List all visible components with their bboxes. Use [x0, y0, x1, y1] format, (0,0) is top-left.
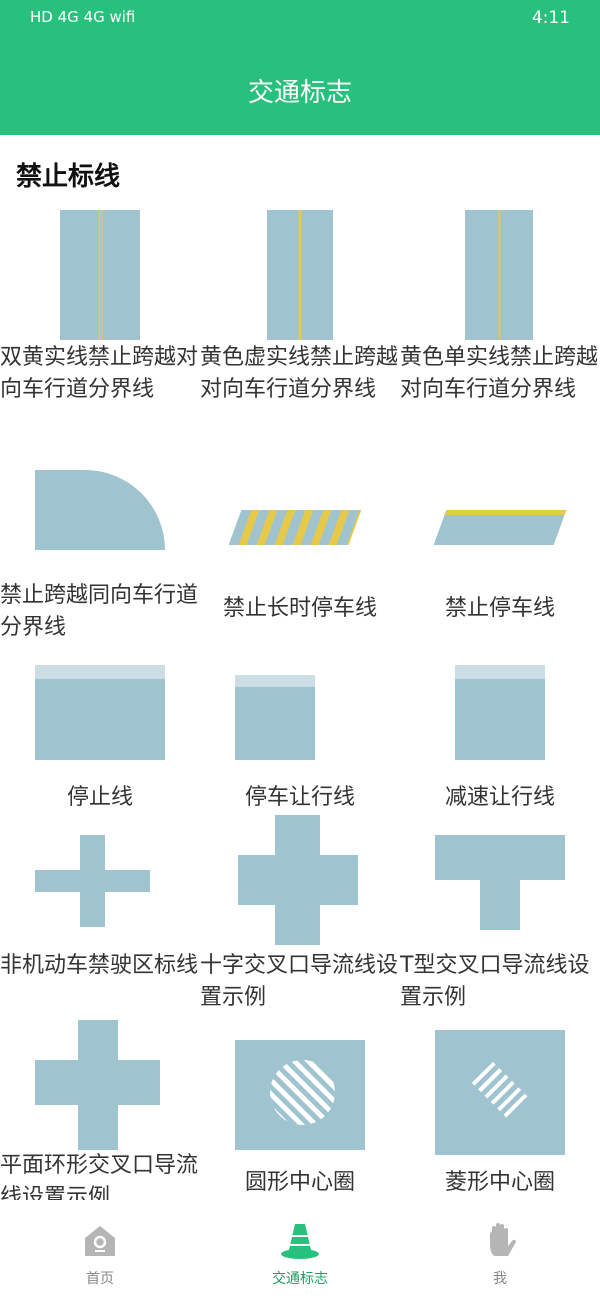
section-title: 禁止标线	[16, 162, 121, 192]
status-signal: HD 4G 4G wifi	[30, 8, 136, 26]
status-time: 4:11	[531, 8, 570, 28]
page-title: 交通标志	[247, 78, 352, 108]
road-image	[455, 665, 545, 760]
traffic-cone-icon	[250, 1222, 350, 1260]
item-label: 停止线	[66, 785, 133, 810]
nav-label: 交通标志	[272, 1271, 328, 1287]
nav-traffic-signs[interactable]: 交通标志	[250, 1222, 350, 1288]
road-image	[275, 815, 320, 945]
road-image	[35, 470, 165, 550]
item-label: 平面环形交叉口导流线设置示例	[0, 1153, 199, 1200]
item-label: T型交叉口导流线设置示例	[400, 953, 590, 1010]
item-label: 双黄实线禁止跨越对向车行道分界线	[0, 345, 199, 402]
road-image	[78, 1020, 118, 1150]
hand-icon	[450, 1222, 550, 1260]
road-image	[80, 835, 105, 927]
item-label: 圆形中心圈	[244, 1170, 355, 1195]
road-image	[60, 210, 140, 340]
sign-grid: 双黄实线禁止跨越对向车行道分界线 黄色虚实线禁止跨越对向车行道分界线 黄色单实线…	[0, 205, 600, 1200]
item-label: 停车让行线	[244, 785, 355, 810]
item-label: 十字交叉口导流线设置示例	[200, 953, 399, 1010]
nav-label: 我	[493, 1271, 507, 1287]
road-image	[433, 510, 567, 545]
item-label: 黄色虚实线禁止跨越对向车行道分界线	[200, 345, 399, 402]
road-image	[435, 1030, 565, 1155]
item-label: 减速让行线	[444, 785, 555, 810]
nav-label: 首页	[86, 1271, 114, 1287]
road-image	[465, 210, 533, 340]
nav-home[interactable]: 首页	[50, 1222, 150, 1288]
road-image	[267, 210, 333, 340]
app-header: HD 4G 4G wifi 4:11 交通标志	[0, 0, 600, 135]
item-label: 禁止长时停车线	[222, 596, 377, 621]
item-label: 非机动车禁驶区标线	[0, 953, 199, 978]
road-image	[235, 675, 315, 760]
road-image	[480, 835, 520, 930]
item-label: 禁止停车线	[444, 596, 555, 621]
nav-me[interactable]: 我	[450, 1222, 550, 1288]
home-icon	[50, 1222, 150, 1260]
item-label: 菱形中心圈	[444, 1170, 555, 1195]
road-image	[228, 510, 362, 545]
item-label: 禁止跨越同向车行道分界线	[0, 583, 199, 640]
bottom-nav: 首页 交通标志 我	[0, 1200, 600, 1301]
item-label: 黄色单实线禁止跨越对向车行道分界线	[400, 345, 599, 402]
road-image	[235, 1040, 365, 1150]
road-image	[35, 665, 165, 760]
